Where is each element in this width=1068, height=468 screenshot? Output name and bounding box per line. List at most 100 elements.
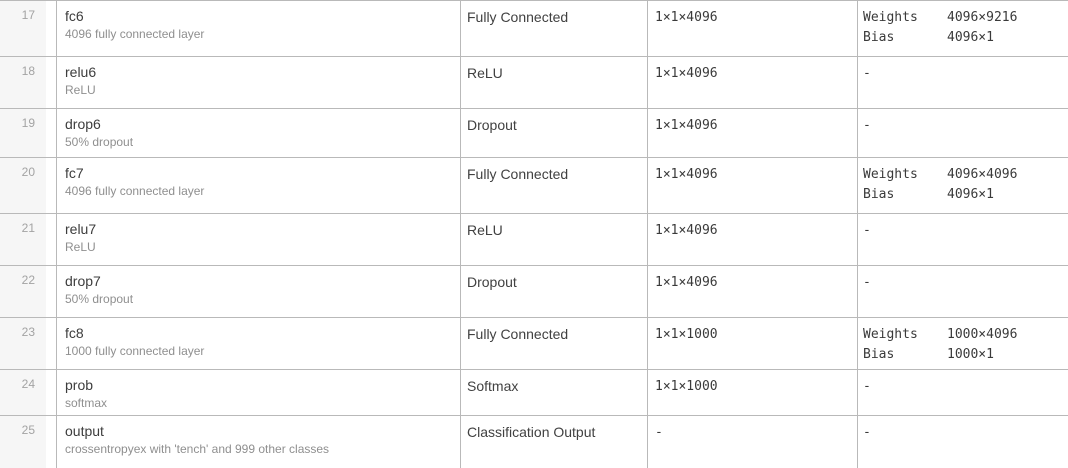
layer-activations-cell: 1×1×4096 <box>648 158 858 213</box>
layer-description: softmax <box>65 396 108 410</box>
row-number-cell: 17 <box>0 1 57 56</box>
layer-description: 50% dropout <box>65 292 134 306</box>
layer-type-cell: Fully Connected <box>461 1 648 56</box>
layer-name-cell: relu6 ReLU <box>57 57 461 108</box>
learnable-label: Weights <box>863 167 918 182</box>
layer-name: drop6 <box>65 116 101 132</box>
layer-description: crossentropyex with 'tench' and 999 othe… <box>65 442 330 456</box>
layer-name: output <box>65 423 104 439</box>
layer-name-cell: fc7 4096 fully connected layer <box>57 158 461 213</box>
layer-type-cell: Dropout <box>461 109 648 157</box>
table-row[interactable]: 20 fc7 4096 fully connected layer Fully … <box>0 158 1068 214</box>
table-row[interactable]: 25 output crossentropyex with 'tench' an… <box>0 416 1068 468</box>
layer-learnables-cell: - <box>863 118 871 133</box>
row-number: 18 <box>0 57 46 108</box>
row-number-text: 20 <box>21 165 35 179</box>
learnable-value: 4096×4096 <box>947 167 1018 182</box>
layer-activations-cell: - <box>648 416 858 468</box>
row-number-cell: 20 <box>0 158 57 213</box>
layer-description: 4096 fully connected layer <box>65 27 205 41</box>
row-number-cell: 23 <box>0 318 57 369</box>
layer-name-cell: fc8 1000 fully connected layer <box>57 318 461 369</box>
learnable-label: Bias <box>863 30 895 45</box>
layer-name: fc6 <box>65 8 84 24</box>
table-row[interactable]: 19 drop6 50% dropout Dropout 1×1×4096 - <box>0 109 1068 158</box>
row-number: 25 <box>0 416 46 468</box>
learnable-entry: Bias 1000×1 <box>863 345 1064 365</box>
layer-type-cell: Softmax <box>461 370 648 415</box>
row-number-text: 18 <box>21 64 35 78</box>
layer-activations-cell: 1×1×4096 <box>648 109 858 157</box>
row-number-text: 25 <box>21 423 35 437</box>
layer-name: fc7 <box>65 165 84 181</box>
row-number-text: 19 <box>21 116 35 130</box>
layer-learnables-cell: Weights 4096×9216 Bias 4096×1 <box>858 1 1068 56</box>
table-row[interactable]: 22 drop7 50% dropout Dropout 1×1×4096 - <box>0 266 1068 318</box>
row-number: 17 <box>0 1 46 56</box>
layer-type-cell: ReLU <box>461 57 648 108</box>
row-number-cell: 19 <box>0 109 57 157</box>
row-number: 20 <box>0 158 46 213</box>
layer-activations-cell: 1×1×4096 <box>648 214 858 265</box>
learnable-label: Weights <box>863 10 918 25</box>
row-number-cell: 24 <box>0 370 57 415</box>
row-number: 21 <box>0 214 46 265</box>
table-row[interactable]: 21 relu7 ReLU ReLU 1×1×4096 - <box>0 214 1068 266</box>
layer-name: relu7 <box>65 221 97 237</box>
layer-activations-cell: 1×1×4096 <box>648 266 858 317</box>
layer-description: 1000 fully connected layer <box>65 344 205 358</box>
row-number: 24 <box>0 370 46 415</box>
learnable-value: 4096×9216 <box>947 10 1018 25</box>
layer-name-cell: output crossentropyex with 'tench' and 9… <box>57 416 461 468</box>
layer-learnables-cell: - <box>863 66 871 81</box>
table-row[interactable]: 24 prob softmax Softmax 1×1×1000 - <box>0 370 1068 416</box>
row-number-text: 23 <box>21 325 35 339</box>
layer-name-cell: drop7 50% dropout <box>57 266 461 317</box>
row-number: 19 <box>0 109 46 157</box>
learnable-entry: Bias 4096×1 <box>863 28 1064 48</box>
row-number-cell: 22 <box>0 266 57 317</box>
row-number-text: 21 <box>21 221 35 235</box>
learnable-label: Weights <box>863 327 918 342</box>
row-number: 23 <box>0 318 46 369</box>
layer-activations-cell: 1×1×4096 <box>648 57 858 108</box>
layer-name-cell: fc6 4096 fully connected layer <box>57 1 461 56</box>
learnable-entry: Weights 4096×9216 <box>863 8 1064 28</box>
learnable-value: 1000×4096 <box>947 327 1018 342</box>
layer-learnables-cell: - <box>863 223 871 238</box>
layer-description: ReLU <box>65 240 96 254</box>
learnable-value: 4096×1 <box>947 187 994 202</box>
learnable-entry: Weights 1000×4096 <box>863 325 1064 345</box>
layer-type-cell: Fully Connected <box>461 158 648 213</box>
row-number: 22 <box>0 266 46 317</box>
layer-name-cell: drop6 50% dropout <box>57 109 461 157</box>
learnable-value: 1000×1 <box>947 347 994 362</box>
table-row[interactable]: 17 fc6 4096 fully connected layer Fully … <box>0 1 1068 57</box>
row-number-cell: 21 <box>0 214 57 265</box>
layer-activations-cell: 1×1×4096 <box>648 1 858 56</box>
layer-name-cell: relu7 ReLU <box>57 214 461 265</box>
layer-type-cell: Classification Output <box>461 416 648 468</box>
layer-name-cell: prob softmax <box>57 370 461 415</box>
table-row[interactable]: 23 fc8 1000 fully connected layer Fully … <box>0 318 1068 370</box>
layer-name: drop7 <box>65 273 101 289</box>
learnable-entry: Bias 4096×1 <box>863 185 1064 205</box>
layer-learnables-cell: - <box>863 275 871 290</box>
learnable-label: Bias <box>863 187 895 202</box>
layer-type-cell: Dropout <box>461 266 648 317</box>
table-row[interactable]: 18 relu6 ReLU ReLU 1×1×4096 - <box>0 57 1068 109</box>
layer-activations-cell: 1×1×1000 <box>648 370 858 415</box>
layer-activations-cell: 1×1×1000 <box>648 318 858 369</box>
layer-name: relu6 <box>65 64 97 80</box>
layer-description: ReLU <box>65 83 96 97</box>
layer-name: prob <box>65 377 94 393</box>
layer-name: fc8 <box>65 325 84 341</box>
layer-type-cell: Fully Connected <box>461 318 648 369</box>
layer-learnables-cell: - <box>863 379 871 394</box>
row-number-text: 17 <box>21 8 35 22</box>
learnable-entry: Weights 4096×4096 <box>863 165 1064 185</box>
row-number-cell: 18 <box>0 57 57 108</box>
layer-description: 4096 fully connected layer <box>65 184 205 198</box>
